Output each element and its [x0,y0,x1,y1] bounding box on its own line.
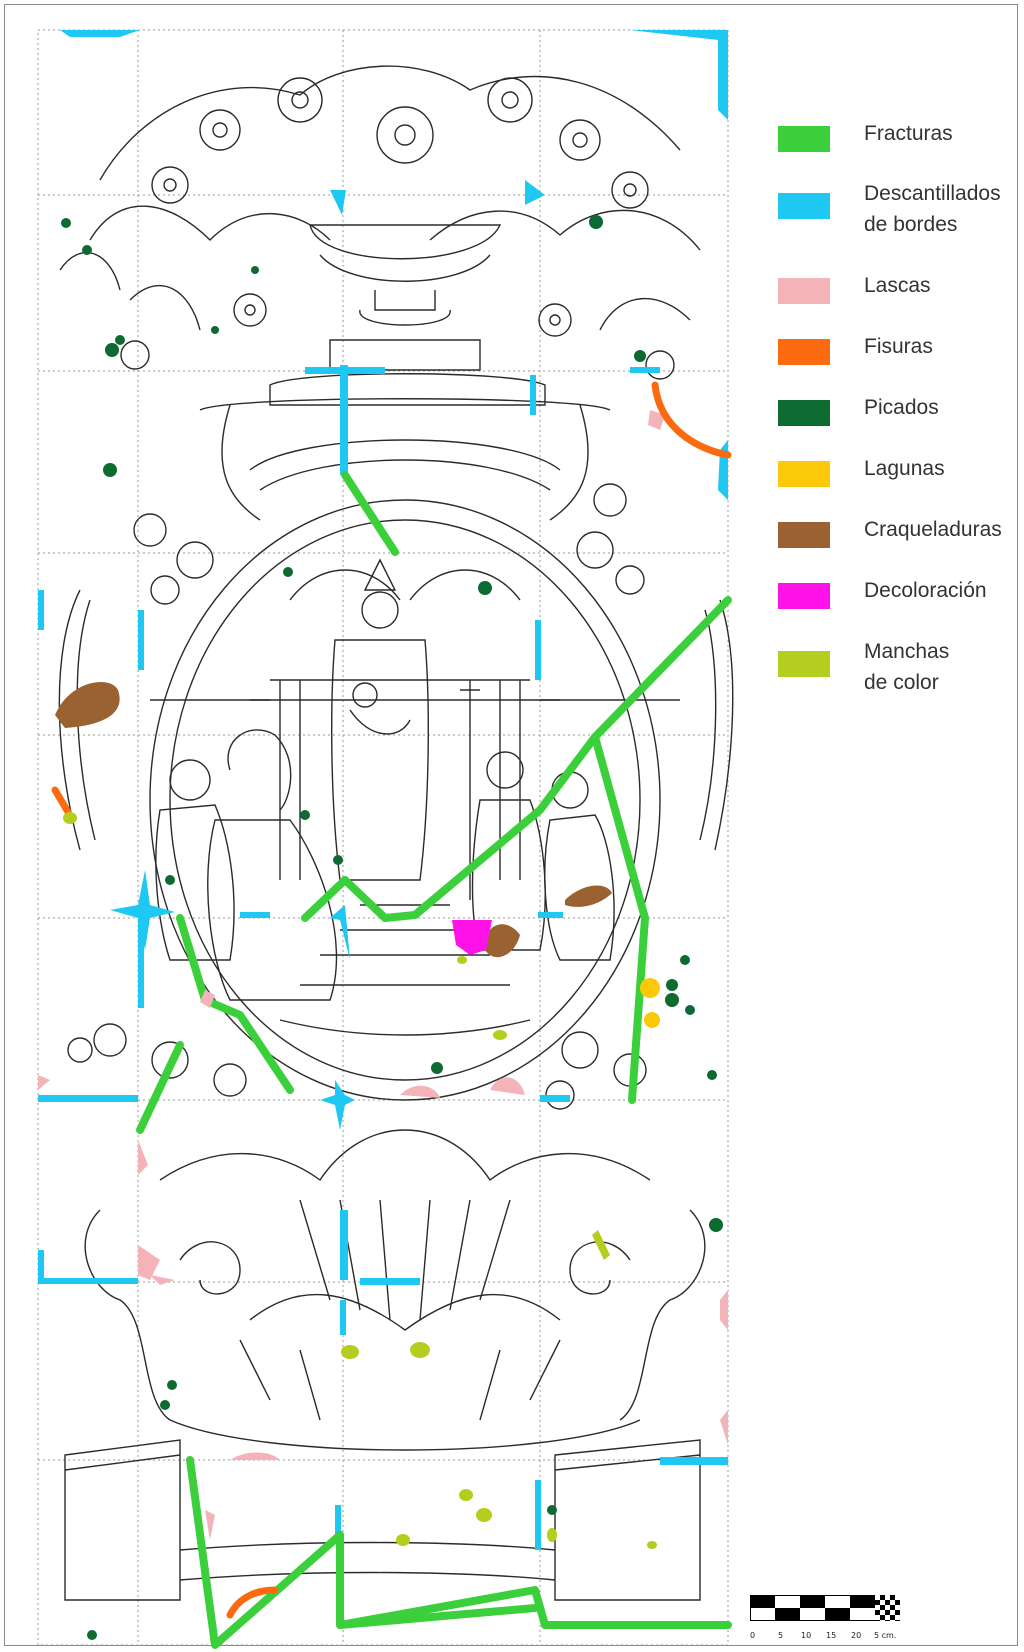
legend-label-line: Descantillados [864,182,1001,205]
side-flowers [67,483,647,1110]
legend-swatch-craqueladuras [778,522,830,548]
legend-label-line: Picados [864,396,939,419]
legend-swatch-descantillados [778,193,830,219]
scene-architecture [150,569,680,880]
flower-garland [59,65,701,380]
scale-cell [825,1608,850,1621]
legend-label: Descantillados de bordes [864,178,1001,240]
legend-label: Lascas [864,270,931,301]
legend-swatch-decoloracion [778,583,830,609]
legend-label-line: Lascas [864,274,931,297]
scale-cell [800,1595,825,1608]
legend-label: Lagunas [864,453,945,484]
legend-label: Craqueladuras [864,514,1002,545]
legend-swatch-lascas [778,278,830,304]
damage-manchas [63,812,657,1549]
scale-tick-label: 20 [851,1631,862,1640]
legend-swatch-fracturas [778,126,830,152]
legend-label-line: Manchas [864,640,950,663]
damage-picados [61,215,723,1640]
legend-label-line: de bordes [864,213,958,236]
scale-cell [750,1595,775,1608]
damage-decoloracion [452,920,492,955]
scale-bar-checker [750,1595,900,1625]
scale-tick-label: 10 [801,1631,812,1640]
damage-craqueladuras [55,682,612,958]
damage-fisuras [51,381,732,1619]
legend-label: Decoloración [864,575,987,606]
scale-tick-label: 0 [750,1631,756,1640]
scale-cell [775,1608,800,1621]
legend-label-line: Fisuras [864,335,933,358]
legend-label: Manchas de color [864,636,949,698]
legend-label-line: Craqueladuras [864,518,1002,541]
scale-fine-divisions [875,1595,900,1621]
legend-swatch-picados [778,400,830,426]
shell-base [84,1129,706,1451]
oval-frame [58,439,734,1101]
legend-label-line: Fracturas [864,122,953,145]
scale-tick-label: 5 [778,1631,784,1640]
scale-tick-label: 15 [826,1631,837,1640]
legend-label-line: de color [864,671,939,694]
legend-label: Fracturas [864,118,953,149]
scale-bar: 0 5 10 15 20 5 cm. [750,1595,910,1645]
legend-swatch-manchas [778,651,830,677]
legend-swatch-fisuras [778,339,830,365]
scale-tick-label: 5 cm. [874,1631,897,1640]
legend-label: Picados [864,392,939,423]
damage-lascas [38,410,728,1540]
legend-label: Fisuras [864,331,933,362]
damage-lagunas [640,978,660,1028]
steps [279,904,531,1036]
legend-label-line: Decoloración [864,579,987,602]
scene-figures [155,558,615,1001]
damage-fracturas [136,471,732,1649]
urn [199,224,611,521]
legend-swatch-lagunas [778,461,830,487]
altarpiece-drawing [58,65,734,1601]
scale-cell [850,1595,875,1608]
legend-label-line: Lagunas [864,457,945,480]
pedestals [64,1439,701,1601]
